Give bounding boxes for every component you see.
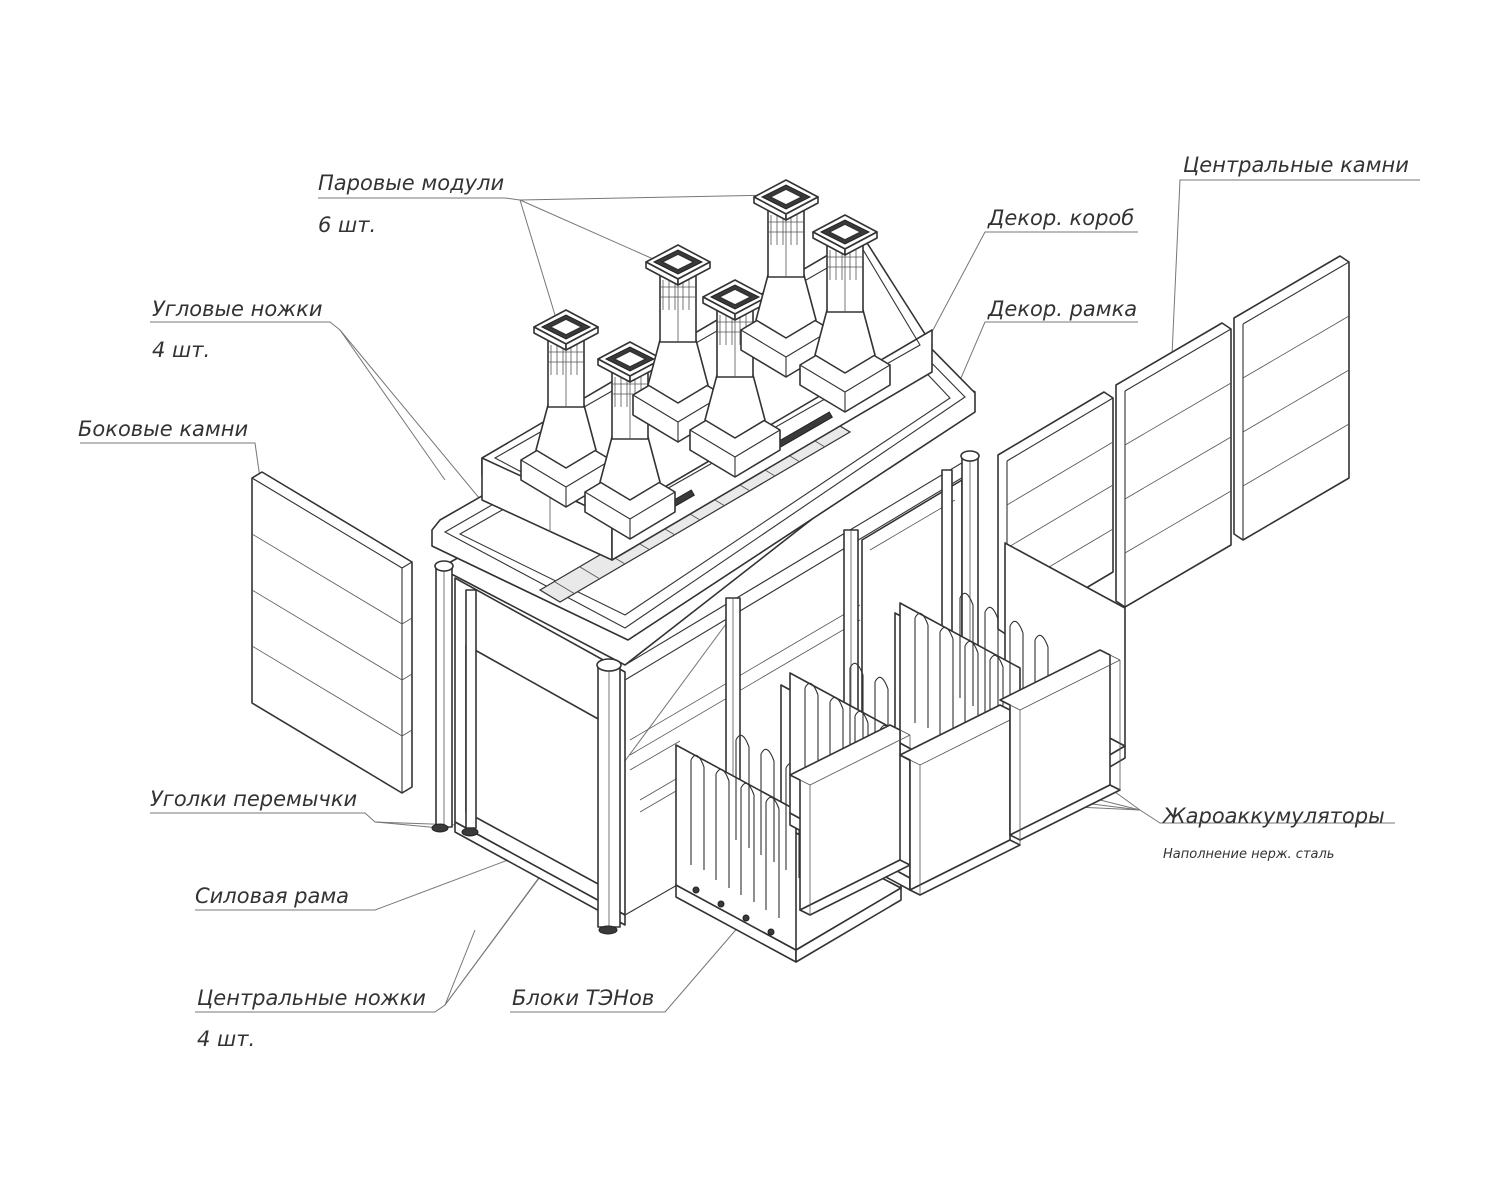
label-decor-frame: Декор. рамка (987, 297, 1137, 321)
label-heater-blocks: Блоки ТЭНов (512, 986, 654, 1010)
label-power-frame: Силовая рама (195, 884, 349, 908)
corner-leg-left-front (596, 658, 622, 935)
corner-leg-left-back (431, 560, 479, 837)
label-jumper-angles: Уголки перемычки (150, 787, 357, 811)
label-central-stones: Центральные камни (1183, 153, 1409, 177)
label-central-legs: Центральные ножки (197, 986, 426, 1010)
label-corner-legs-qty: 4 шт. (152, 338, 210, 362)
label-heat-accumulators-fill: Наполнение нерж. сталь (1163, 847, 1334, 862)
label-steam-modules: Паровые модули (318, 171, 504, 195)
label-heat-accumulators: Жароаккумуляторы (1161, 804, 1385, 828)
labels: Паровые модули 6 шт. Центральные камни Д… (78, 153, 1409, 1051)
label-steam-modules-qty: 6 шт. (318, 213, 376, 237)
central-stones (997, 255, 1350, 636)
side-stones (251, 471, 413, 794)
label-central-legs-qty: 4 шт. (197, 1027, 255, 1051)
leader-lines (80, 179, 1420, 1013)
label-decor-box: Декор. короб (987, 206, 1134, 230)
label-corner-legs: Угловые ножки (152, 297, 322, 321)
label-side-stones: Боковые камни (78, 417, 248, 441)
